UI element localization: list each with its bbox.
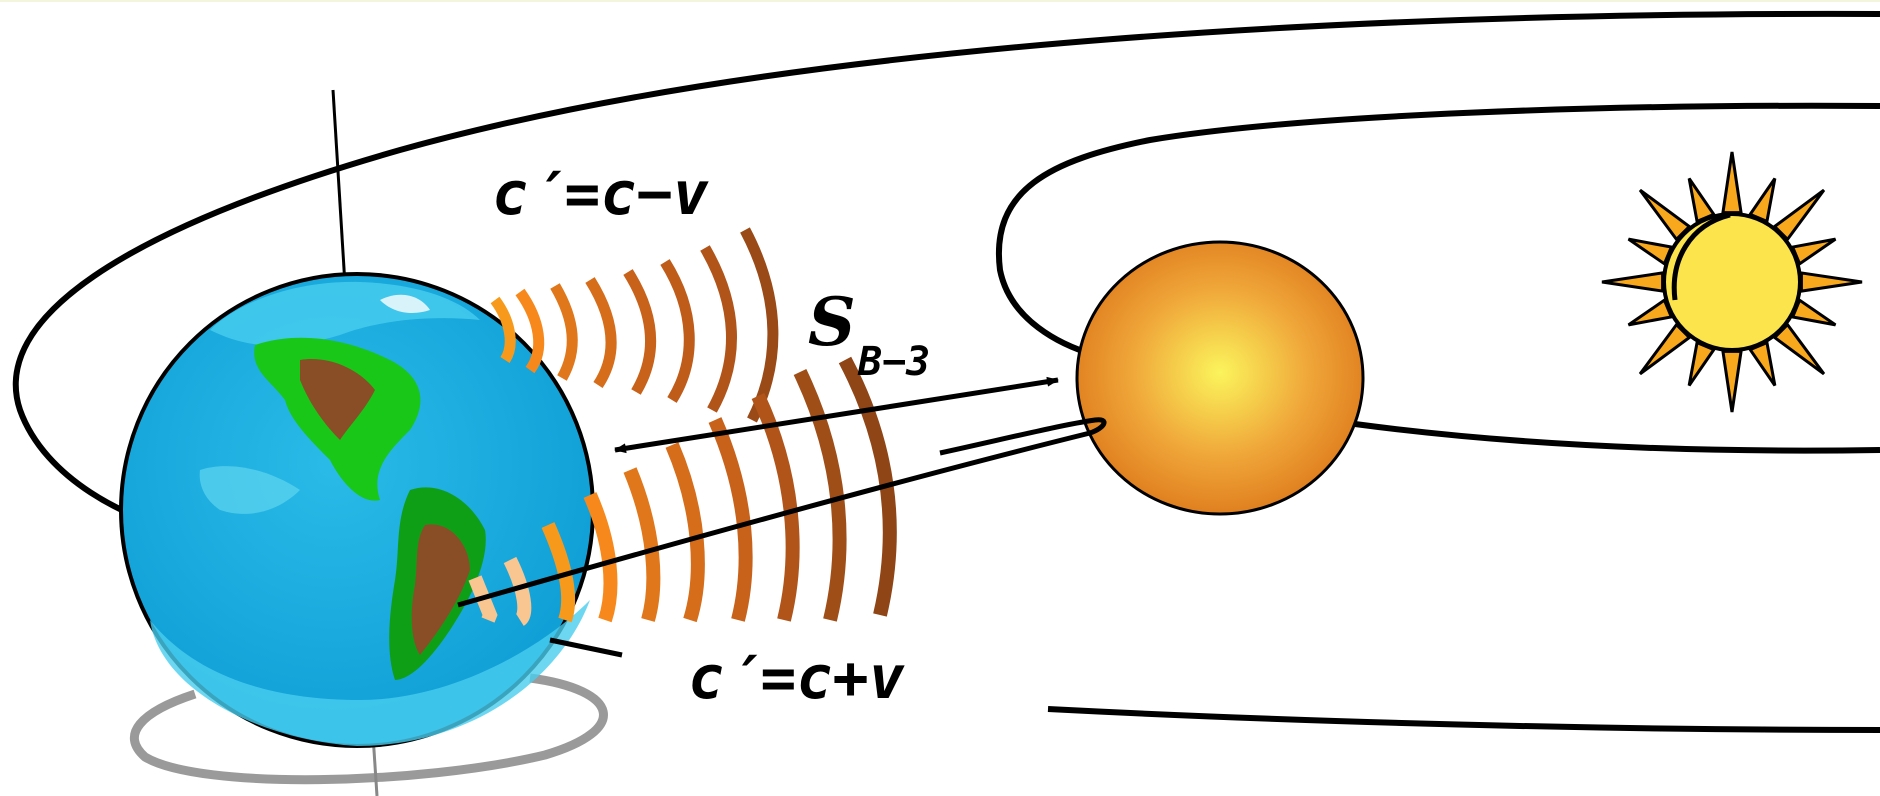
source-symbol: S xyxy=(808,283,856,361)
sun-ray xyxy=(1689,179,1714,222)
planet-sphere xyxy=(1077,242,1363,514)
globe-axis xyxy=(333,90,345,285)
upper-equation: c′=c−v xyxy=(492,159,710,229)
sun-ray xyxy=(1640,190,1689,239)
sun-ray xyxy=(1602,273,1663,291)
sun-ray xyxy=(1750,179,1775,222)
inner-orbit-bottom xyxy=(1355,424,1880,451)
sun-ray xyxy=(1723,152,1741,213)
sun-ray xyxy=(1640,325,1689,374)
sun-icon xyxy=(1602,152,1862,412)
sun-ray xyxy=(1723,351,1741,412)
outer-orbit-bottom xyxy=(1048,709,1880,730)
earth-globe-icon xyxy=(121,274,593,746)
source-subscript: B−3 xyxy=(857,339,930,385)
sun-ray xyxy=(1793,300,1836,325)
sun-ray xyxy=(1801,273,1862,291)
sun-ray xyxy=(1750,343,1775,386)
sun-ray xyxy=(1793,239,1836,264)
sun-ray xyxy=(1629,239,1672,264)
lower-equation: c′=c+v xyxy=(688,643,906,713)
sun-ray xyxy=(1775,325,1824,374)
sun-ray xyxy=(1629,300,1672,325)
sun-ray xyxy=(1689,343,1714,386)
sun-ray xyxy=(1775,190,1824,239)
